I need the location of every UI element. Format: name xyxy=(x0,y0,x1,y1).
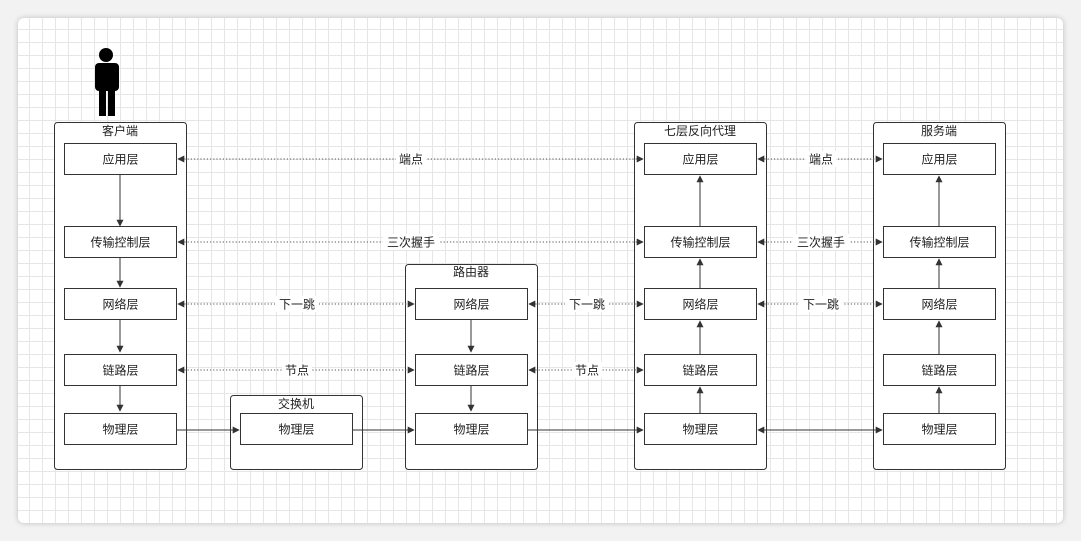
client-transport-layer: 传输控制层 xyxy=(64,226,177,258)
diagram-canvas: 客户端 交换机 路由器 七层反向代理 服务端 端点 端 xyxy=(18,18,1063,523)
client-router-link-label: 节点 xyxy=(285,364,309,378)
svg-text:传输控制层: 传输控制层 xyxy=(670,235,730,250)
router-link-layer: 链路层 xyxy=(415,354,528,386)
client-proxy-transport-label: 三次握手 xyxy=(387,235,435,250)
svg-text:应用层: 应用层 xyxy=(921,152,957,167)
proxy-app-layer: 应用层 xyxy=(644,143,757,175)
svg-text:链路层: 链路层 xyxy=(921,363,957,378)
person-icon xyxy=(95,48,119,116)
server-physical-layer: 物理层 xyxy=(883,413,996,445)
svg-text:物理层: 物理层 xyxy=(921,423,957,437)
client-physical-layer: 物理层 xyxy=(64,413,177,445)
svg-text:网络层: 网络层 xyxy=(102,297,138,312)
svg-text:传输控制层: 传输控制层 xyxy=(909,235,969,250)
proxy-server-network-label: 下一跳 xyxy=(803,298,839,312)
svg-text:链路层: 链路层 xyxy=(682,363,718,378)
client-title: 客户端 xyxy=(102,123,138,138)
svg-text:物理层: 物理层 xyxy=(278,423,314,437)
svg-text:物理层: 物理层 xyxy=(102,423,138,437)
proxy-link-layer: 链路层 xyxy=(644,354,757,386)
svg-text:物理层: 物理层 xyxy=(682,423,718,437)
router-physical-layer: 物理层 xyxy=(415,413,528,445)
svg-text:应用层: 应用层 xyxy=(682,152,718,167)
client-router-network-label: 下一跳 xyxy=(279,298,315,312)
proxy-server-app-label: 端点 xyxy=(809,153,833,167)
svg-text:链路层: 链路层 xyxy=(102,363,138,378)
svg-text:网络层: 网络层 xyxy=(453,297,489,312)
svg-text:链路层: 链路层 xyxy=(453,363,489,378)
proxy-transport-layer: 传输控制层 xyxy=(644,226,757,258)
proxy-physical-layer: 物理层 xyxy=(644,413,757,445)
proxy-title: 七层反向代理 xyxy=(664,123,736,138)
svg-text:应用层: 应用层 xyxy=(102,152,138,167)
server-transport-layer: 传输控制层 xyxy=(883,226,996,258)
router-proxy-network-label: 下一跳 xyxy=(569,298,605,312)
router-network-layer: 网络层 xyxy=(415,288,528,320)
switch-physical-layer: 物理层 xyxy=(240,413,353,445)
client-link-layer: 链路层 xyxy=(64,354,177,386)
server-app-layer: 应用层 xyxy=(883,143,996,175)
server-network-layer: 网络层 xyxy=(883,288,996,320)
client-network-layer: 网络层 xyxy=(64,288,177,320)
network-diagram: 客户端 交换机 路由器 七层反向代理 服务端 端点 端 xyxy=(54,48,1006,470)
switch-title: 交换机 xyxy=(278,396,314,411)
client-proxy-app-label: 端点 xyxy=(399,153,423,167)
router-proxy-link-label: 节点 xyxy=(575,364,599,378)
server-title: 服务端 xyxy=(921,123,957,138)
client-app-layer: 应用层 xyxy=(64,143,177,175)
proxy-server-transport-label: 三次握手 xyxy=(797,235,845,250)
server-link-layer: 链路层 xyxy=(883,354,996,386)
svg-text:物理层: 物理层 xyxy=(453,423,489,437)
proxy-network-layer: 网络层 xyxy=(644,288,757,320)
svg-text:网络层: 网络层 xyxy=(682,297,718,312)
svg-text:传输控制层: 传输控制层 xyxy=(90,235,150,250)
svg-text:网络层: 网络层 xyxy=(921,297,957,312)
router-title: 路由器 xyxy=(453,264,489,279)
